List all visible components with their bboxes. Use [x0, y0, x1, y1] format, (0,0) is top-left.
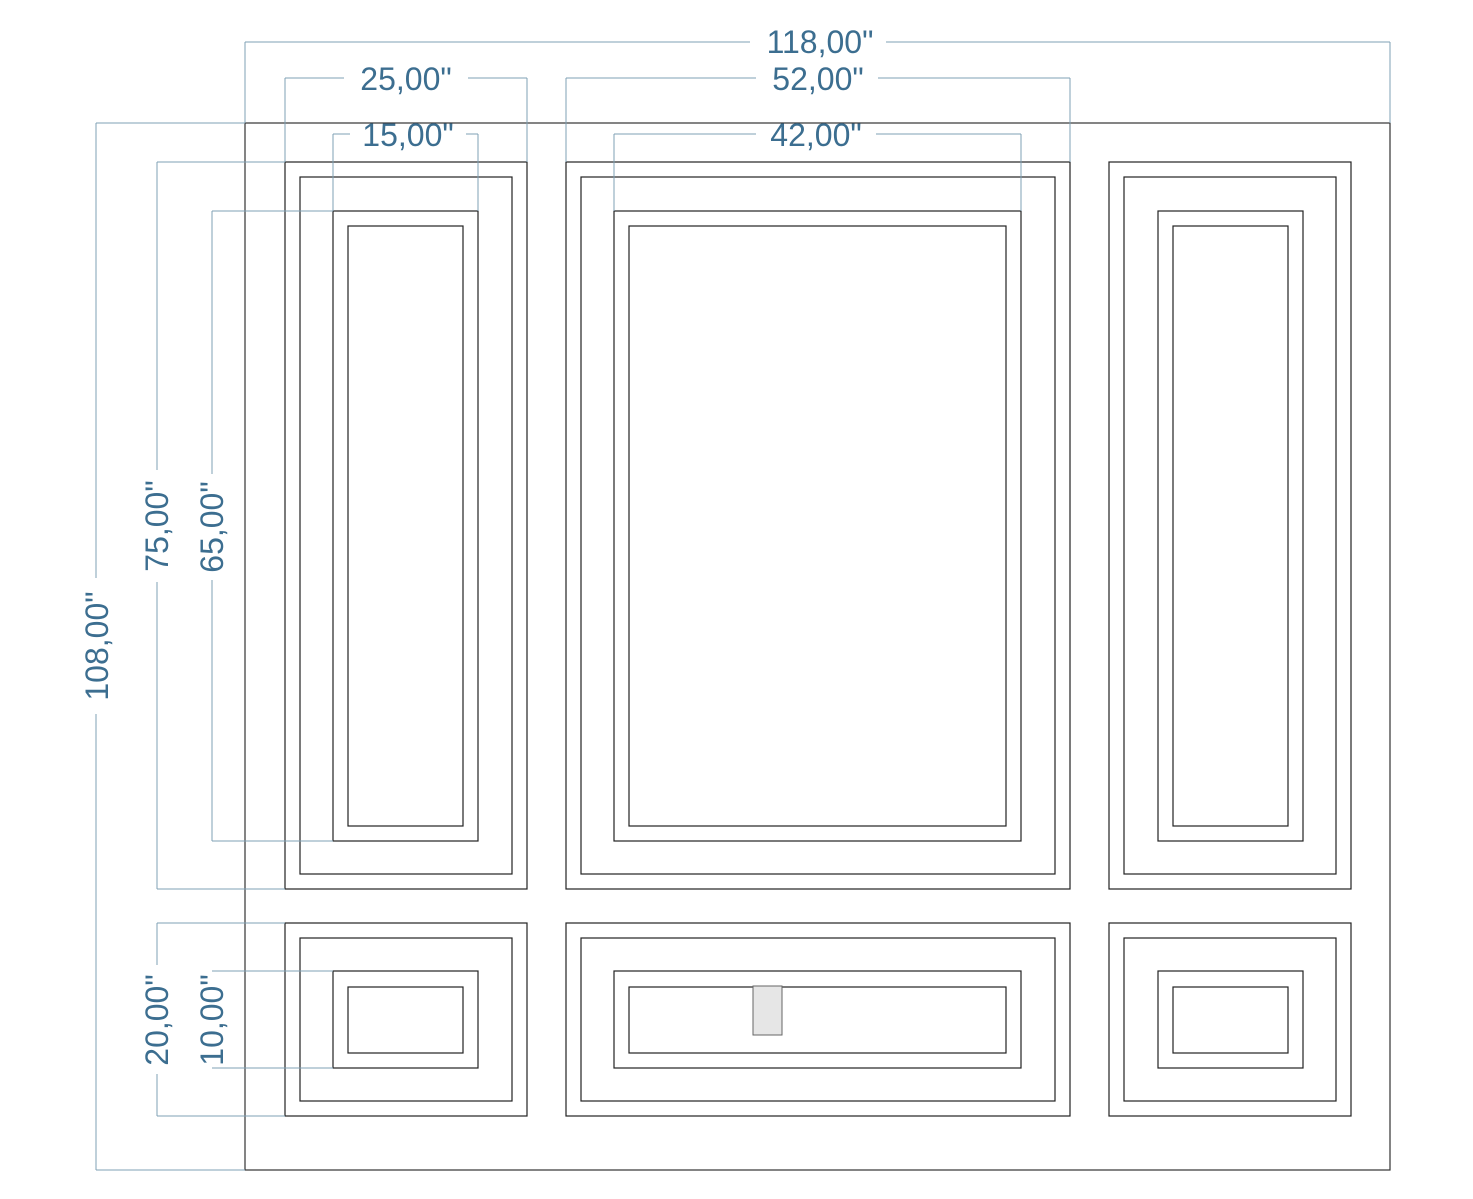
- upper-right-molding-outer: [1108, 161, 1352, 890]
- lower-right-panel: [1108, 922, 1352, 1117]
- upper-right-molding-inner-inset: [1172, 225, 1289, 827]
- dim-total-height: 108,00": [79, 122, 245, 1171]
- upper-left-molding-outer-inset: [299, 176, 513, 875]
- wall-outline: [244, 122, 1391, 1171]
- lower-left-molding-inner: [332, 970, 479, 1069]
- lower-right-molding-outer: [1108, 922, 1352, 1117]
- dim-center-outer-width: 52,00": [565, 61, 1071, 162]
- lower-center-molding-inner: [613, 970, 1022, 1069]
- dim-panel-inner-width-label: 15,00": [362, 117, 453, 153]
- lower-left-molding-outer: [284, 922, 528, 1117]
- dim-center-outer-width-label: 52,00": [772, 61, 863, 97]
- lower-center-molding-outer-inset: [580, 937, 1056, 1102]
- dim-upper-outer-height: 75,00": [139, 161, 285, 890]
- upper-right-panel: [1108, 161, 1352, 890]
- upper-left-panel: [284, 161, 528, 890]
- upper-right-molding-inner: [1157, 210, 1304, 842]
- dim-panel-outer-width: 25,00": [284, 61, 528, 162]
- dim-total-height-label: 108,00": [79, 591, 115, 700]
- lower-center-molding-inner-inset: [628, 986, 1007, 1054]
- lower-left-molding-outer-inset: [299, 937, 513, 1102]
- lower-center-panel: [565, 922, 1071, 1117]
- dim-upper-inner-height: 65,00": [194, 210, 333, 842]
- dim-lower-inner-height: 10,00": [194, 970, 333, 1069]
- dim-center-inner-width: 42,00": [613, 117, 1022, 211]
- upper-center-molding-inner-inset: [628, 225, 1007, 827]
- dim-lower-outer-height-label: 20,00": [139, 974, 175, 1065]
- outlet: [752, 985, 783, 1036]
- upper-center-molding-outer: [565, 161, 1071, 890]
- lower-right-molding-inner: [1157, 970, 1304, 1069]
- lower-right-molding-outer-inset: [1123, 937, 1337, 1102]
- upper-left-molding-inner: [332, 210, 479, 842]
- dim-total-width: 118,00": [244, 24, 1391, 123]
- lower-left-molding-inner-inset: [347, 986, 464, 1054]
- dim-lower-inner-height-label: 10,00": [194, 974, 230, 1065]
- upper-left-molding-inner-inset: [347, 225, 464, 827]
- upper-center-molding-inner: [613, 210, 1022, 842]
- lower-left-panel: [284, 922, 528, 1117]
- lower-center-molding-outer: [565, 922, 1071, 1117]
- dim-panel-outer-width-label: 25,00": [360, 61, 451, 97]
- lower-right-molding-inner-inset: [1172, 986, 1289, 1054]
- upper-center-panel: [565, 161, 1071, 890]
- upper-left-molding-outer: [284, 161, 528, 890]
- dim-panel-inner-width: 15,00": [332, 117, 479, 211]
- dim-center-inner-width-label: 42,00": [770, 117, 861, 153]
- dim-upper-outer-height-label: 75,00": [139, 480, 175, 571]
- dim-lower-outer-height: 20,00": [139, 922, 285, 1117]
- upper-right-molding-outer-inset: [1123, 176, 1337, 875]
- dim-total-width-label: 118,00": [767, 24, 874, 60]
- upper-center-molding-outer-inset: [580, 176, 1056, 875]
- dim-upper-inner-height-label: 65,00": [194, 481, 230, 572]
